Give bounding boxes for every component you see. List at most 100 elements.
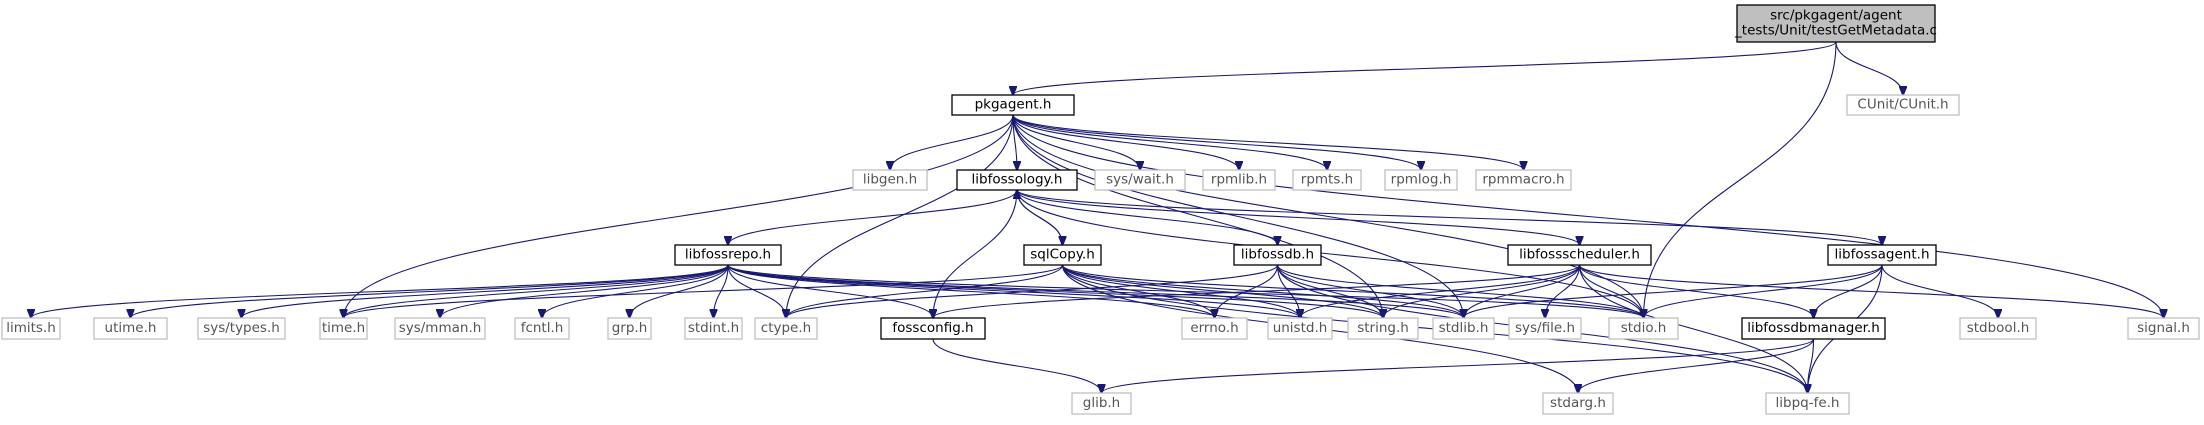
node-rpmts: rpmts.h — [1292, 169, 1362, 191]
edge-libfossrepo-to-time — [344, 264, 729, 318]
edge-sqlcopy-to-ctype — [786, 264, 1064, 318]
node-label: sys/mman.h — [399, 320, 482, 336]
edge-libfossology-to-fossconfig — [933, 189, 1018, 318]
edge-libfossscheduler-to-stdlib — [1464, 264, 1581, 318]
node-pkgagent[interactable]: pkgagent.h — [951, 94, 1075, 116]
node-fossconfig[interactable]: fossconfig.h — [880, 317, 986, 340]
node-box — [1347, 317, 1419, 340]
node-label: libfossrepo.h — [685, 247, 771, 263]
node-box — [197, 317, 286, 340]
edge-libfossrepo-to-utime — [131, 264, 729, 318]
node-label: libgen.h — [863, 172, 917, 188]
node-limits: limits.h — [1, 317, 61, 340]
node-label: libfossdb.h — [1241, 247, 1314, 263]
node-label: stdarg.h — [1550, 395, 1606, 411]
node-libfossrepo[interactable]: libfossrepo.h — [674, 244, 782, 266]
node-box — [1542, 392, 1614, 415]
node-grp: grp.h — [607, 317, 652, 340]
edge-libfossdbmanager-to-stdarg — [1578, 338, 1815, 393]
edge-libfossrepo-to-limits — [31, 264, 729, 318]
edge-libfossrepo-to-stdio — [727, 264, 1644, 318]
edge-sqlcopy-to-errno — [1061, 264, 1215, 318]
node-box — [1432, 317, 1495, 340]
edge-libfossdbmanager-to-glib — [1102, 338, 1815, 393]
edge-libfossscheduler-to-sysfile — [1545, 264, 1581, 318]
node-libfossology[interactable]: libfossology.h — [956, 169, 1078, 191]
node-box — [319, 317, 368, 340]
edge-libfossdb-to-stdio — [1276, 264, 1644, 318]
edge-pkgagent-to-signal — [1012, 114, 2164, 318]
edge-libfossscheduler-to-libfossdbmanager — [1578, 264, 1814, 318]
node-label: sys/types.h — [203, 320, 280, 336]
node-label: rpmlib.h — [1211, 172, 1267, 188]
edge-libfossdbmanager-to-libpqfe — [1808, 338, 1815, 393]
node-label: rpmmacro.h — [1482, 172, 1564, 188]
node-label: limits.h — [6, 320, 56, 336]
node-label: stdio.h — [1621, 320, 1667, 336]
edge-sqlcopy-to-string — [1061, 264, 1384, 318]
edge-libfossrepo-to-unistd — [727, 264, 1300, 318]
node-label: sqlCopy.h — [1030, 247, 1095, 263]
edge-libfossscheduler-to-string — [1383, 264, 1581, 318]
node-libfossdb[interactable]: libfossdb.h — [1233, 244, 1322, 266]
node-label: stdint.h — [688, 320, 739, 336]
node-fcntl: fcntl.h — [514, 317, 570, 340]
node-box — [1959, 317, 2037, 340]
edge-libfossrepo-to-fossconfig — [727, 264, 933, 318]
edge-libfossscheduler-to-fossconfig — [933, 264, 1581, 318]
edge-libfossagent-to-libfossdbmanager — [1814, 264, 1883, 318]
node-label: rpmts.h — [1301, 172, 1353, 188]
edge-libfossology-to-libfossdb — [1016, 189, 1278, 245]
node-libfossscheduler[interactable]: libfossscheduler.h — [1507, 244, 1652, 266]
edge-libfossscheduler-to-unistd — [1300, 264, 1581, 318]
node-libpqfe: libpq-fe.h — [1765, 392, 1850, 415]
edge-sqlcopy-to-libfossology — [1017, 190, 1064, 246]
node-signal: signal.h — [2127, 317, 2200, 340]
edge-root-to-stdio — [1644, 41, 1837, 318]
edge-libfossdb-to-stdlib — [1276, 264, 1464, 318]
node-label: ctype.h — [761, 320, 811, 336]
node-box — [1071, 392, 1132, 415]
edge-libfossrepo-to-errno — [727, 264, 1215, 318]
edge-libfossdb-to-ctype — [786, 264, 1279, 318]
node-label: errno.h — [1190, 320, 1238, 336]
node-cunit: CUnit/CUnit.h — [1846, 94, 1960, 116]
node-layer: src/pkgagent/agent_tests/Unit/testGetMet… — [1, 4, 2200, 415]
edge-libfossdb-to-string — [1276, 264, 1384, 318]
node-errno: errno.h — [1181, 317, 1248, 340]
edge-libfossology-to-libfossrepo — [728, 189, 1018, 245]
edge-pkgagent-to-rpmlib — [1012, 114, 1239, 170]
node-label: libfossagent.h — [1835, 247, 1930, 263]
node-box — [1765, 392, 1850, 415]
node-box — [514, 317, 570, 340]
node-rpmlib: rpmlib.h — [1202, 169, 1276, 191]
node-box — [1267, 317, 1333, 340]
node-label: pkgagent.h — [975, 97, 1052, 113]
edge-libfossrepo-to-systypes — [242, 264, 729, 318]
node-box — [1508, 317, 1582, 340]
node-rpmlog: rpmlog.h — [1384, 169, 1458, 191]
edge-sqlcopy-to-stdio — [1061, 264, 1644, 318]
edge-layer — [31, 41, 2164, 393]
edge-pkgagent-to-rpmmacro — [1012, 114, 1524, 170]
edge-root-to-pkgagent — [1013, 41, 1837, 95]
edge-sqlcopy-to-time — [344, 264, 1064, 318]
node-label: grp.h — [612, 320, 648, 336]
node-libgen: libgen.h — [852, 169, 928, 191]
node-box — [684, 317, 743, 340]
edge-libfossrepo-to-string — [727, 264, 1383, 318]
node-label: CUnit/CUnit.h — [1857, 97, 1948, 113]
node-label: libfossscheduler.h — [1519, 247, 1640, 263]
node-stdlib: stdlib.h — [1432, 317, 1495, 340]
node-libfossagent[interactable]: libfossagent.h — [1827, 244, 1937, 266]
node-box — [852, 169, 928, 191]
edge-fossconfig-to-glib — [932, 338, 1102, 393]
node-sqlcopy[interactable]: sqlCopy.h — [1023, 244, 1102, 266]
node-libfossdbmanager[interactable]: libfossdbmanager.h — [1741, 317, 1886, 340]
edge-libfossrepo-to-grp — [630, 264, 729, 318]
node-box — [1384, 169, 1458, 191]
node-box — [93, 317, 168, 340]
node-label: libfossdbmanager.h — [1747, 320, 1880, 336]
node-box — [1181, 317, 1248, 340]
